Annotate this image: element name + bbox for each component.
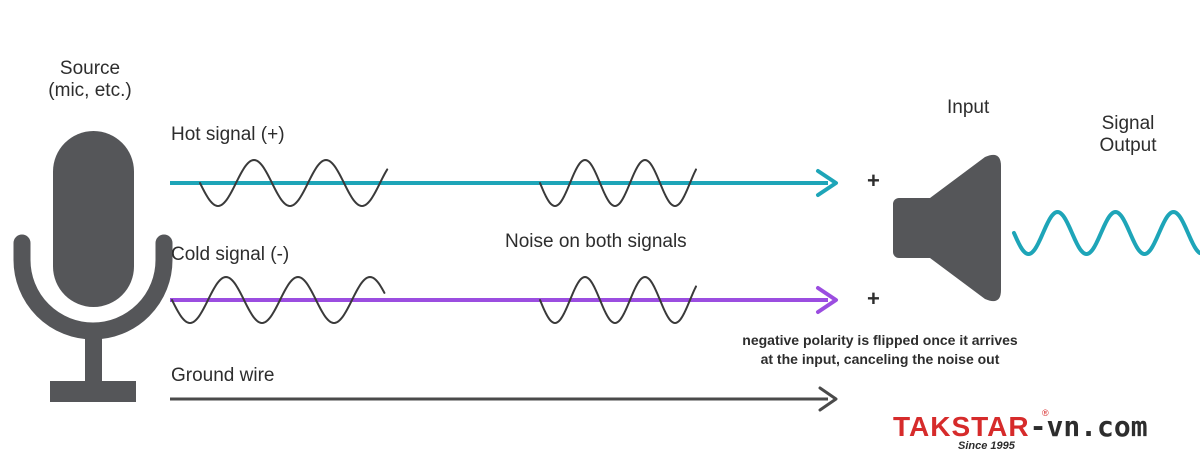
source-sublabel: (mic, etc.) <box>48 80 132 101</box>
noise-label: Noise on both signals <box>505 231 687 252</box>
watermark-domain: -vn.com <box>1029 410 1148 443</box>
source-label: Source <box>59 58 121 79</box>
signal-output-label: Signal <box>1101 113 1155 134</box>
signal-output-wave <box>1012 209 1200 257</box>
ground-wire-label: Ground wire <box>171 365 275 386</box>
cold-signal-label: Cold signal (-) <box>171 244 290 265</box>
registered-mark: ® <box>1042 408 1049 418</box>
cold-noise-wave <box>539 275 697 325</box>
hot-plus-sign: + <box>867 168 880 193</box>
input-label: Input <box>947 97 990 118</box>
polarity-note-line1: negative polarity is flipped once it arr… <box>742 332 1018 348</box>
watermark-logo: TAKSTAR-vn.com <box>893 410 1148 443</box>
cold-plus-sign: + <box>867 286 880 311</box>
hot-noise-wave <box>539 158 697 208</box>
cold-signal-wave <box>171 275 386 325</box>
ground-wire-line <box>170 386 838 412</box>
signal-output-sublabel: Output <box>1099 135 1157 156</box>
hot-signal-label: Hot signal (+) <box>171 124 285 145</box>
watermark-since: Since 1995 <box>958 440 1015 452</box>
hot-signal-line <box>170 158 838 208</box>
speaker-icon <box>893 154 1001 302</box>
polarity-note-line2: at the input, canceling the noise out <box>760 351 1000 367</box>
watermark-brand: TAKSTAR <box>893 411 1030 442</box>
hot-signal-wave <box>199 158 389 208</box>
cold-signal-line <box>170 275 838 325</box>
microphone-icon <box>13 131 173 402</box>
